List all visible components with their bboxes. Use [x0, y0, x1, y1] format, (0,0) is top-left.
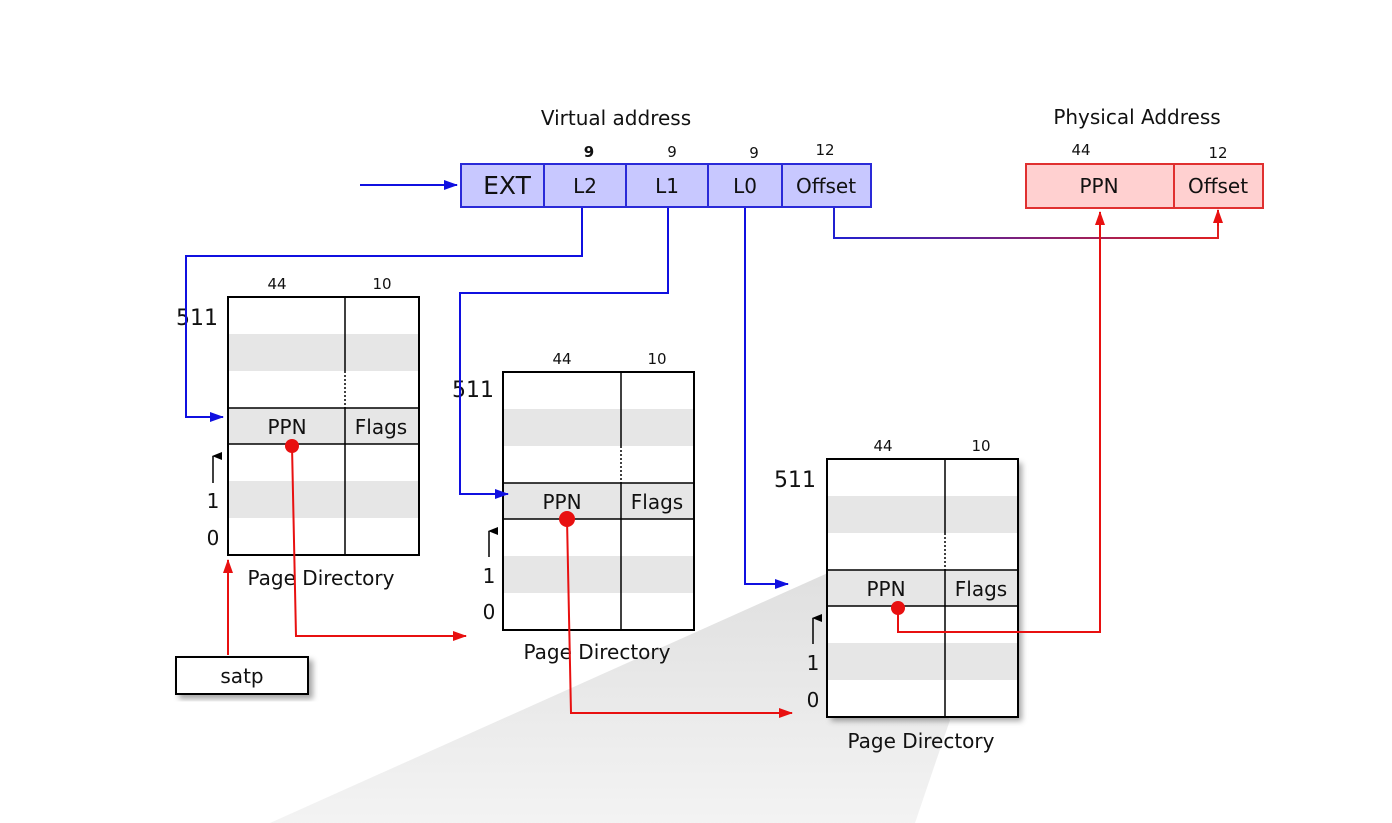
- pd3-index-511: 511: [774, 468, 816, 493]
- offset-copy-arrow: [833, 208, 1219, 239]
- pd3-ppn-arrow: [897, 211, 1105, 633]
- l0-field: L0: [733, 174, 757, 198]
- l0-index-arrow: [744, 208, 789, 589]
- pd1-caption: Page Directory: [248, 566, 395, 590]
- va-offset-field: Offset: [796, 174, 856, 198]
- page-directory-l0: PPN Flags 44 10 511 1 0 Page Directory: [774, 437, 1019, 753]
- l1-field: L1: [655, 174, 679, 198]
- page-directory-l1: PPN Flags 44 10 511 1 0 Page Directory: [452, 350, 695, 664]
- pd3-index-0: 0: [807, 688, 820, 712]
- pd2-index-511: 511: [452, 378, 494, 403]
- l2-bits: 9: [584, 143, 594, 161]
- pd2-index-1: 1: [483, 564, 496, 588]
- virtual-address: Virtual address EXT L2 L1 L0 Offset 9 9 …: [460, 106, 872, 208]
- pd3-caption: Page Directory: [848, 729, 995, 753]
- physical-address: Physical Address PPN Offset 44 12: [1025, 105, 1264, 209]
- pd3-ppn: PPN: [866, 577, 905, 601]
- virtual-address-bar: [460, 163, 872, 208]
- pd2-caption: Page Directory: [524, 640, 671, 664]
- pd2-ppn-arrow: [566, 518, 793, 718]
- pa-offset-bits: 12: [1208, 144, 1227, 162]
- virtual-address-title: Virtual address: [541, 106, 691, 130]
- l1-index-arrow: [459, 208, 669, 499]
- pd3-flags: Flags: [955, 577, 1007, 601]
- ext-field: EXT: [483, 171, 531, 200]
- va-offset-bits: 12: [815, 141, 834, 159]
- pa-ppn-field: PPN: [1079, 174, 1118, 198]
- satp-register: satp: [175, 656, 309, 695]
- pd2-flag-bits: 10: [647, 350, 666, 368]
- pd2-ppn-bits: 44: [552, 350, 571, 368]
- page-directory-l2: PPN Flags 44 10 511 1 0 Page Directory: [176, 275, 420, 590]
- satp-label: satp: [220, 664, 263, 688]
- pd3-index-1: 1: [807, 651, 820, 675]
- l2-index-arrow: [185, 208, 583, 422]
- pd2-flags: Flags: [631, 490, 683, 514]
- pd3-ppn-bits: 44: [873, 437, 892, 455]
- physical-address-title: Physical Address: [1053, 105, 1220, 129]
- zoom-projection: [270, 572, 950, 823]
- physical-address-bar: [1025, 163, 1264, 209]
- pa-ppn-bits: 44: [1071, 141, 1090, 159]
- l1-bits: 9: [667, 143, 677, 161]
- pd1-index-0: 0: [207, 526, 220, 550]
- pd1-ppn-arrow: [291, 445, 467, 641]
- pd1-ppn-bits: 44: [267, 275, 286, 293]
- pd3-flag-bits: 10: [971, 437, 990, 455]
- pd1-ppn: PPN: [267, 415, 306, 439]
- l0-bits: 9: [749, 144, 759, 162]
- pd1-index-1: 1: [207, 489, 220, 513]
- l2-field: L2: [573, 174, 597, 198]
- pd1-index-511: 511: [176, 306, 218, 331]
- pa-offset-field: Offset: [1188, 174, 1248, 198]
- pd2-index-0: 0: [483, 600, 496, 624]
- pd1-flags: Flags: [355, 415, 407, 439]
- pd1-flag-bits: 10: [372, 275, 391, 293]
- pd2-ppn: PPN: [542, 490, 581, 514]
